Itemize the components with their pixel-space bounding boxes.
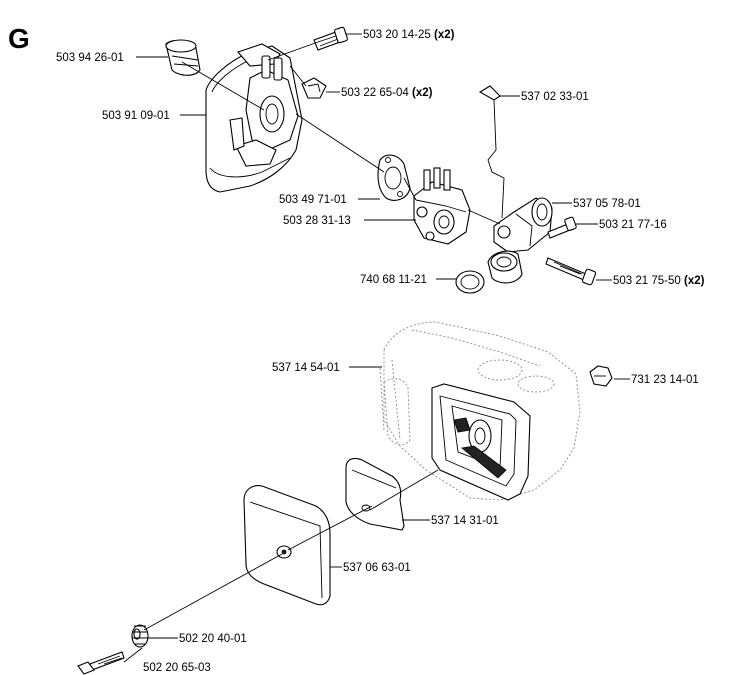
- part-label-p3: 503 22 65-04 (x2): [341, 87, 433, 99]
- intake-adaptor: [487, 197, 553, 284]
- upper-leader-lines: [136, 33, 612, 281]
- part-label-p17: 502 20 65-03: [143, 662, 211, 674]
- screw-top: [313, 26, 348, 51]
- part-label-p10: 740 68 11-21: [360, 274, 427, 286]
- part-label-p11: 503 21 75-50 (x2): [613, 275, 705, 287]
- gasket: [377, 154, 411, 201]
- o-ring: [455, 270, 485, 294]
- long-screw: [545, 257, 597, 286]
- part-label-p12: 537 14 54-01: [272, 362, 340, 374]
- part-label-p6: 503 49 71-01: [279, 194, 347, 206]
- hex-nut: [589, 365, 613, 387]
- section-letter: G: [8, 23, 30, 54]
- part-label-p9: 503 21 77-16: [599, 219, 667, 231]
- throttle-rod: [478, 85, 505, 219]
- lower-leader-lines: [123, 366, 630, 663]
- part-label-p8: 503 28 31-13: [283, 215, 351, 227]
- screw-adaptor: [547, 216, 577, 239]
- filter-housing: [205, 43, 303, 193]
- part-label-p4: 503 91 09-01: [102, 110, 170, 122]
- part-label-p15: 537 06 63-01: [343, 562, 411, 574]
- filter-element: [345, 457, 405, 531]
- sleeve-part: [165, 39, 201, 76]
- part-label-p16: 502 20 40-01: [179, 633, 247, 645]
- part-label-p2: 503 20 14-25 (x2): [363, 29, 455, 41]
- cover-bolt: [77, 651, 125, 675]
- part-labels: 503 94 26-01 503 20 14-25 (x2) 503 22 65…: [56, 29, 705, 674]
- knurled-washer: [131, 624, 149, 648]
- part-label-p14: 537 14 31-01: [431, 515, 499, 527]
- part-label-p1: 503 94 26-01: [56, 52, 124, 64]
- carburetor: [413, 167, 471, 245]
- filter-cover: [243, 485, 331, 606]
- part-label-p7: 537 05 78-01: [573, 198, 641, 210]
- clip-part: [301, 77, 327, 99]
- cylinder-cover: [379, 321, 581, 501]
- part-label-p5: 537 02 33-01: [521, 91, 589, 103]
- part-label-p13: 731 23 14-01: [631, 374, 699, 386]
